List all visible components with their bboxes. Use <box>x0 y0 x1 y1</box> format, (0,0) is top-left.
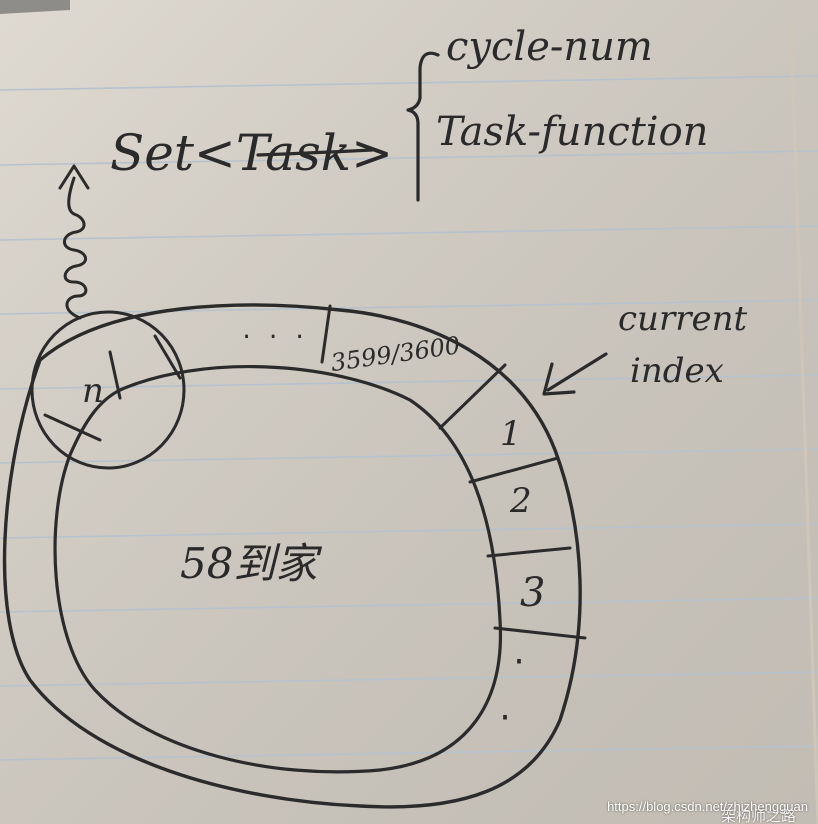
pointer-arrow-shaft <box>546 352 608 392</box>
watermark-logo: 架构师之路 <box>720 807 796 824</box>
wheel-outer-ring <box>2 303 582 809</box>
ruled-lines <box>0 75 818 761</box>
pointer-arrow-icon <box>542 362 576 396</box>
wheel-inner-ring <box>53 364 503 774</box>
slot-n: n <box>82 371 104 411</box>
task-underline <box>256 148 374 157</box>
brace-item-cycle-num: cycle-num <box>446 24 653 70</box>
curly-connector <box>63 176 88 320</box>
page-margin-line <box>788 0 818 824</box>
brace-icon <box>406 51 440 202</box>
watermark-url: https://blog.csdn.net/zhizhengguan <box>607 799 808 814</box>
slot-dividers <box>43 304 587 640</box>
set-task-label: Set<Task> <box>110 124 393 182</box>
slot-dots-top: · · · <box>240 325 306 350</box>
slot-dots-side-1: · <box>510 645 528 680</box>
slot-dots-side-2: · <box>496 701 514 736</box>
slot-2: 2 <box>509 481 532 521</box>
slot-1: 1 <box>500 414 522 454</box>
highlight-circle <box>30 310 186 470</box>
arrow-up-icon <box>58 164 90 190</box>
pointer-label-index: index <box>630 351 724 391</box>
brace-item-task-function: Task-function <box>436 109 708 155</box>
photo-edge <box>0 0 70 14</box>
pointer-label-current: current <box>618 299 747 339</box>
slot-3: 3 <box>520 570 545 616</box>
wheel-center-label: 58到家 <box>180 539 322 588</box>
